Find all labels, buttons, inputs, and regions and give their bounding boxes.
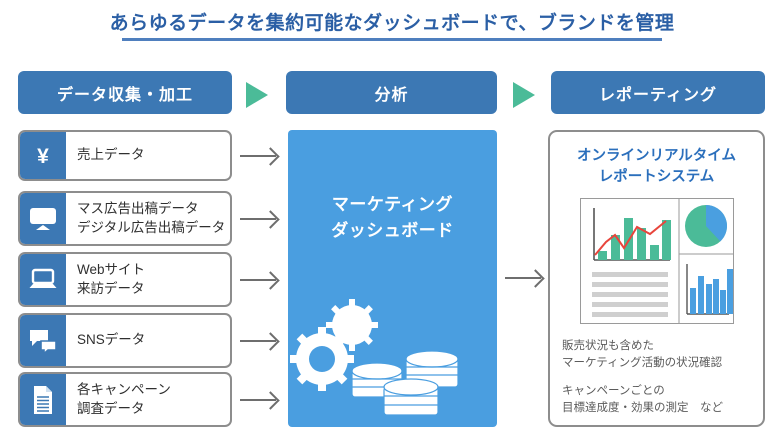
report-panel[interactable]: オンラインリアルタイム レポートシステム (548, 130, 765, 427)
title-underline (122, 38, 662, 41)
gear-icon-large (290, 327, 354, 391)
placeholder-text-lines (592, 272, 668, 317)
chart-pie (685, 204, 728, 247)
chat-bubble-icon (20, 315, 66, 366)
dashboard-panel-label: マーケティング ダッシュボード (331, 195, 454, 240)
page-title: あらゆるデータを集約可能なダッシュボードで、ブランドを管理 (109, 13, 675, 34)
report-notes: 販売状況も含めた マーケティング活動の状況確認 キャンペーンごとの 目標達成度・… (562, 338, 762, 427)
source-card-sns[interactable]: SNSデータ (18, 313, 232, 368)
arrow-triangle-icon-2 (513, 82, 535, 108)
source-card-label: Webサイト 来訪データ (77, 262, 146, 296)
flow-arrow-icon-6 (505, 277, 541, 279)
source-card-label: SNSデータ (77, 332, 146, 348)
stage-header-report[interactable]: レポーティング (551, 71, 765, 114)
report-note-1: 販売状況も含めた マーケティング活動の状況確認 (562, 340, 723, 370)
source-card-label: 売上データ (77, 147, 145, 163)
stage-header-collect[interactable]: データ収集・加工 (18, 71, 232, 114)
flow-arrow-icon-4 (240, 340, 276, 342)
source-card-website[interactable]: Webサイト 来訪データ (18, 252, 232, 307)
stage-header-analyze[interactable]: 分析 (286, 71, 497, 114)
yen-icon: ¥ (20, 132, 66, 179)
coins-icon (351, 350, 459, 416)
gears-coins-illustration (290, 299, 459, 416)
source-card-label: 各キャンペーン 調査データ (77, 382, 171, 416)
flow-arrow-icon-5 (240, 399, 276, 401)
laptop-icon (20, 254, 66, 305)
source-card-label: マス広告出稿データ デジタル広告出稿データ (77, 201, 226, 235)
report-panel-title: オンラインリアルタイム レポートシステム (576, 148, 737, 186)
svg-text:¥: ¥ (37, 145, 49, 168)
dashboard-panel[interactable]: マーケティング ダッシュボード (288, 130, 497, 427)
report-note-2: キャンペーンごとの 目標達成度・効果の測定 など (562, 384, 723, 414)
flow-arrow-icon-1 (240, 155, 276, 157)
source-card-sales[interactable]: ¥ 売上データ (18, 130, 232, 181)
television-icon (20, 193, 66, 244)
chart-bar-line (593, 208, 671, 261)
flow-arrow-icon-2 (240, 218, 276, 220)
source-card-advertising[interactable]: マス広告出稿データ デジタル広告出稿データ (18, 191, 232, 246)
source-card-campaign[interactable]: 各キャンペーン 調査データ (18, 372, 232, 427)
flow-arrow-icon-3 (240, 279, 276, 281)
report-mockup-illustration (580, 198, 734, 324)
document-icon (20, 374, 66, 425)
chart-bar-blue (686, 264, 733, 315)
arrow-triangle-icon-1 (246, 82, 268, 108)
